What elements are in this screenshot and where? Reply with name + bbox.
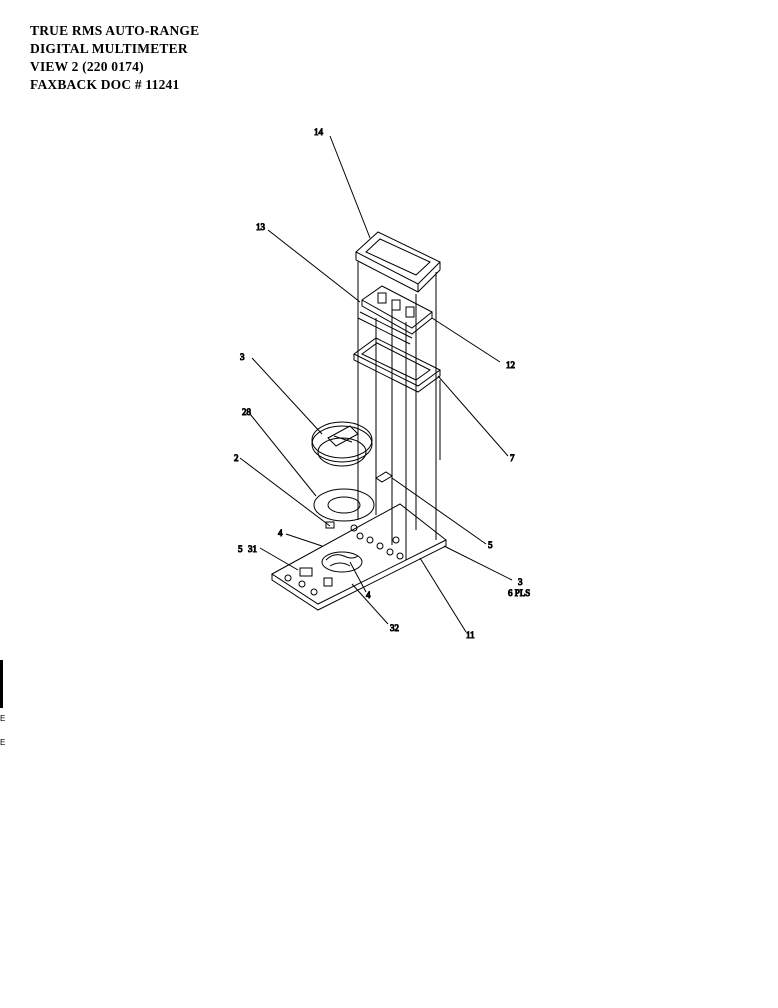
callout-14: 14 bbox=[314, 127, 324, 137]
callout-31: 31 bbox=[248, 544, 257, 554]
callout-6-pls: 6 PLS bbox=[508, 588, 530, 598]
part-14-bezel bbox=[355, 231, 441, 293]
callout-5-clip: 5 bbox=[488, 540, 493, 550]
part-7-lcd-frame bbox=[353, 337, 441, 393]
callout-4-lower: 4 bbox=[366, 590, 371, 600]
callout-13: 13 bbox=[256, 222, 266, 232]
title-line-2: DIGITAL MULTIMETER bbox=[30, 41, 188, 56]
title-line-4: FAXBACK DOC # 11241 bbox=[30, 77, 180, 92]
callout-7: 7 bbox=[510, 453, 515, 463]
callout-28: 28 bbox=[242, 407, 252, 417]
callout-12: 12 bbox=[506, 360, 515, 370]
assembly-guide-lines bbox=[357, 262, 441, 560]
part-3-knob bbox=[311, 421, 373, 467]
callout-5-left: 5 bbox=[238, 544, 243, 554]
callout-4-upper: 4 bbox=[278, 528, 283, 538]
title-block: TRUE RMS AUTO-RANGE DIGITAL MULTIMETER V… bbox=[30, 22, 199, 94]
part-28-washer bbox=[313, 488, 375, 522]
callout-32: 32 bbox=[390, 623, 399, 633]
part-11-pcb bbox=[271, 503, 447, 611]
edge-mark-1: E bbox=[0, 714, 6, 723]
callout-3-pls: 3 bbox=[518, 577, 523, 587]
part-12-display bbox=[357, 285, 433, 345]
callout-11: 11 bbox=[466, 630, 475, 640]
edge-mark-2: E bbox=[0, 738, 6, 747]
callout-2: 2 bbox=[234, 453, 239, 463]
leader-lines bbox=[239, 135, 513, 633]
page-edge-bar bbox=[0, 660, 3, 708]
title-line-1: TRUE RMS AUTO-RANGE bbox=[30, 23, 200, 38]
part-5-clip bbox=[375, 471, 393, 483]
title-line-3: VIEW 2 (220 0174) bbox=[30, 59, 144, 74]
callout-3-knob: 3 bbox=[240, 352, 245, 362]
